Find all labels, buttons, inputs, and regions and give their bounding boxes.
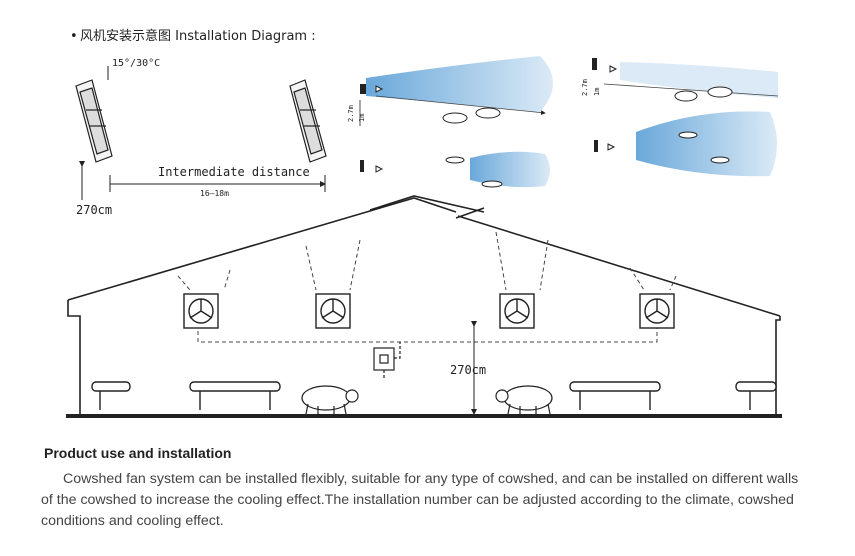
cows-group-1 [442, 107, 501, 124]
tilt-label: 15°/30°C [112, 58, 160, 69]
svg-text:1m: 1m [593, 88, 601, 96]
airflow-panel-2: 2.7m 1m [581, 58, 779, 177]
feed-stalls [91, 381, 777, 410]
barn-fan-3 [499, 293, 535, 329]
section-title: Product use and installation [44, 445, 232, 461]
barn-height-label: 270cm [450, 363, 486, 377]
section-body: Cowshed fan system can be installed flex… [41, 471, 799, 529]
cow-left [301, 385, 359, 415]
left-height-label: 270cm [76, 203, 112, 217]
airflow-panel-1: 2.7m 1m [347, 56, 553, 188]
product-section: Product use and installation Cowshed fan… [41, 445, 814, 532]
tilted-fan-right [289, 79, 327, 163]
barn-fan-4 [639, 293, 675, 329]
cows-group-2 [674, 86, 733, 102]
svg-text:1m: 1m [358, 114, 366, 122]
barn-fans [183, 293, 675, 329]
barn-section [66, 195, 782, 418]
tilted-fan-left [75, 79, 113, 163]
controller-box [373, 342, 401, 380]
installation-diagram: • 风机安装示意图 Installation Diagram : 15°/30°… [66, 28, 782, 418]
intermediate-distance-label: Intermediate distance [158, 165, 310, 179]
distance-range: 16–18m [200, 189, 229, 198]
barn-fan-2 [315, 293, 351, 329]
svg-text:2.7m: 2.7m [347, 105, 355, 122]
cow-right [495, 385, 553, 415]
svg-text:2.7m: 2.7m [581, 79, 589, 96]
barn-fan-1 [183, 293, 219, 329]
diagram-heading: 风机安装示意图 Installation Diagram : [80, 28, 316, 44]
cows-barn [301, 385, 553, 415]
heading-bullet: • [70, 29, 78, 44]
